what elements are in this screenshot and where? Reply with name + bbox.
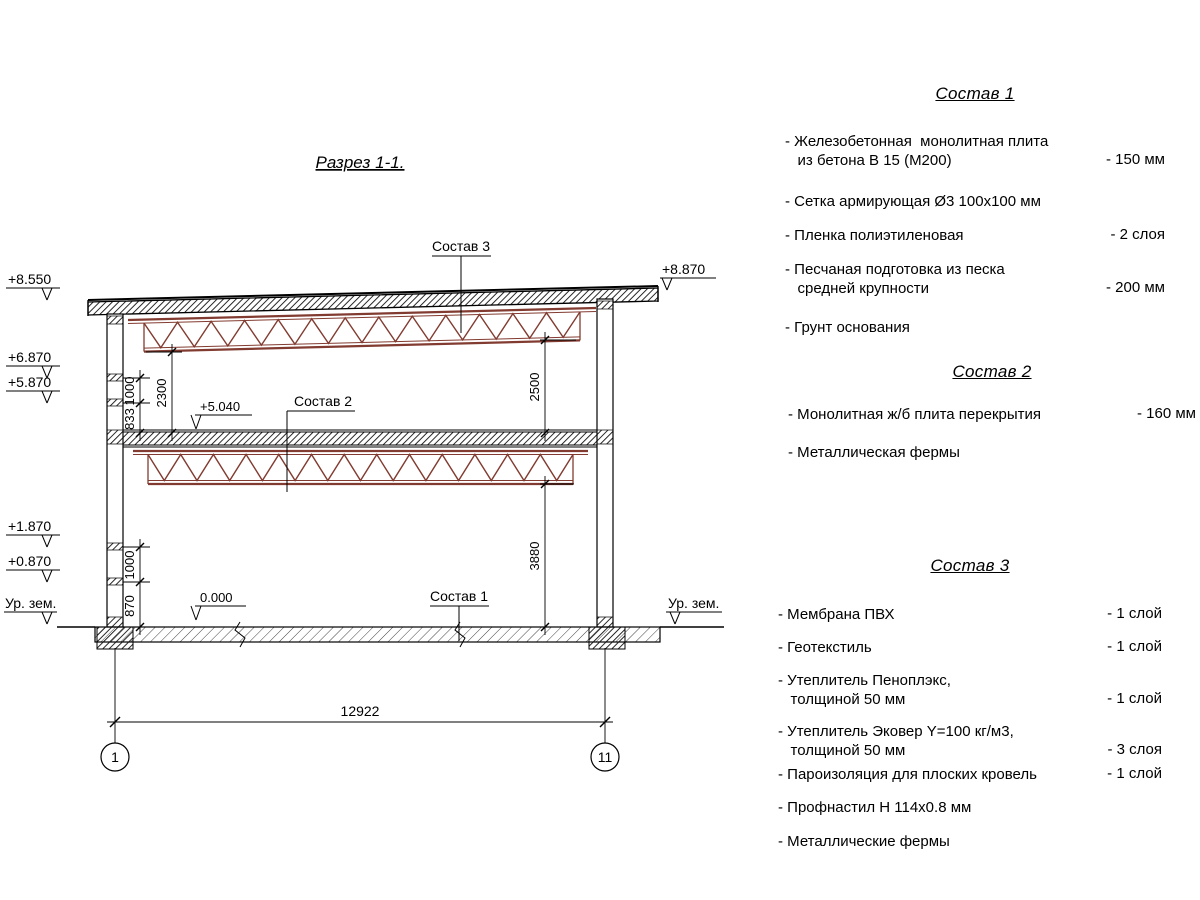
axis-label-right: 11 — [598, 749, 613, 765]
axis-bubbles — [100, 742, 620, 772]
item-text: - Геотекстиль — [778, 639, 872, 656]
ground-level-label: Ур. зем. — [5, 595, 56, 611]
item-text: - Профнастил Н 114х0.8 мм — [778, 799, 972, 816]
elevation-label: +6.870 — [8, 349, 51, 365]
item-text: - Сетка армирующая Ø3 100х100 мм — [785, 193, 1041, 210]
section-title: Состав 3 — [930, 556, 1010, 575]
dim-2500: 2500 — [527, 373, 542, 402]
item-value: - 2 слоя — [1110, 226, 1165, 243]
ground-slab — [57, 621, 724, 650]
elevation-label: +8.550 — [8, 271, 51, 287]
section-title: Состав 1 — [935, 84, 1015, 103]
callout-sostav-3: Состав 3 — [432, 238, 490, 254]
list-item: - Профнастил Н 114х0.8 мм — [778, 798, 1162, 817]
item-value: - 200 мм — [1106, 279, 1165, 297]
list-item: - Монолитная ж/б плита перекрытия - 160 … — [788, 405, 1196, 424]
elevation-label: +8.870 — [662, 261, 705, 277]
section-title: Состав 2 — [952, 362, 1032, 381]
left-elevation-marks — [4, 287, 60, 625]
item-text: - Пароизоляция для плоских кровель — [778, 766, 1037, 783]
composition-list-3: Состав 3 - Мембрана ПВХ - 1 слой - Геоте… — [778, 556, 1162, 876]
item-value: - 1 слой — [1107, 638, 1162, 655]
item-value: - 1 слой — [1107, 690, 1162, 708]
list-item: - Пленка полиэтиленовая - 2 слоя — [785, 226, 1165, 245]
item-text: - Мембрана ПВХ — [778, 606, 895, 623]
list-item: - Железобетонная монолитная плита из бет… — [785, 132, 1165, 170]
right-wall — [596, 298, 614, 628]
list-item: - Грунт основания — [785, 318, 1165, 337]
item-text: - Монолитная ж/б плита перекрытия — [788, 406, 1042, 423]
list-item: - Утеплитель Эковер Y=100 кг/м3, толщино… — [778, 722, 1162, 760]
right-elevation-marks — [660, 277, 722, 625]
list-item: - Утеплитель Пеноплэкс, толщиной 50 мм -… — [778, 671, 1162, 709]
dim-total-width: 12922 — [341, 703, 380, 719]
item-value: - 150 мм — [1106, 151, 1165, 169]
callout-sostav-1: Состав 1 — [430, 588, 488, 604]
item-value: - 1 слой — [1107, 765, 1162, 782]
list-item: - Геотекстиль - 1 слой — [778, 638, 1162, 657]
level-slab-label: +5.040 — [200, 399, 240, 414]
roof-truss — [127, 306, 597, 353]
list-item: - Металлическая фермы — [788, 443, 1196, 462]
list-item: - Пароизоляция для плоских кровель - 1 с… — [778, 765, 1162, 784]
list-item: - Мембрана ПВХ - 1 слой — [778, 605, 1162, 624]
drawing-title: Разрез 1-1. — [316, 153, 405, 172]
list-item: - Сетка армирующая Ø3 100х100 мм — [785, 192, 1165, 211]
item-value: - 3 слоя — [1107, 741, 1162, 759]
dim-1000-bottom: 1000 — [122, 551, 137, 580]
list-item: - Песчаная подготовка из песка средней к… — [785, 260, 1165, 298]
dimension-ticks — [109, 335, 611, 728]
dim-1000-top: 1000 — [122, 377, 137, 406]
level-mark-floor — [190, 605, 246, 621]
dim-870: 870 — [122, 595, 137, 617]
dimension-lines — [107, 332, 613, 743]
list-item: - Металлические фермы — [778, 832, 1162, 851]
level-floor-label: 0.000 — [200, 590, 233, 605]
item-text: - Утеплитель Эковер Y=100 кг/м3, толщино… — [778, 723, 1014, 760]
item-text: - Пленка полиэтиленовая — [785, 227, 964, 244]
section-drawing: Разрез 1-1. — [4, 153, 724, 772]
roof-slab — [87, 285, 659, 316]
item-text: - Песчаная подготовка из песка средней к… — [785, 261, 1005, 298]
item-value: - 160 мм — [1137, 405, 1196, 422]
floor-truss — [133, 449, 588, 486]
item-text: - Металлическая фермы — [788, 444, 960, 461]
composition-list-1: Состав 1 - Железобетонная монолитная пли… — [785, 84, 1165, 374]
level-mark-slab — [190, 414, 252, 430]
item-value: - 1 слой — [1107, 605, 1162, 622]
dim-2300: 2300 — [154, 379, 169, 408]
item-text: - Железобетонная монолитная плита из бет… — [785, 133, 1049, 170]
elevation-label: +1.870 — [8, 518, 51, 534]
ground-level-label: Ур. зем. — [668, 595, 719, 611]
callout-sostav-2: Состав 2 — [294, 393, 352, 409]
elevation-label: +5.870 — [8, 374, 51, 390]
axis-label-left: 1 — [111, 749, 119, 765]
composition-list-2: Состав 2 - Монолитная ж/б плита перекрыт… — [788, 362, 1196, 482]
left-wall — [106, 313, 124, 628]
dim-3880: 3880 — [527, 542, 542, 571]
callout-leaders — [286, 255, 491, 641]
item-text: - Грунт основания — [785, 319, 910, 336]
elevation-label: +0.870 — [8, 553, 51, 569]
item-text: - Утеплитель Пеноплэкс, толщиной 50 мм — [778, 672, 951, 709]
dim-833: 833 — [122, 408, 137, 430]
item-text: - Металлические фермы — [778, 833, 950, 850]
floor-slab — [122, 429, 598, 448]
